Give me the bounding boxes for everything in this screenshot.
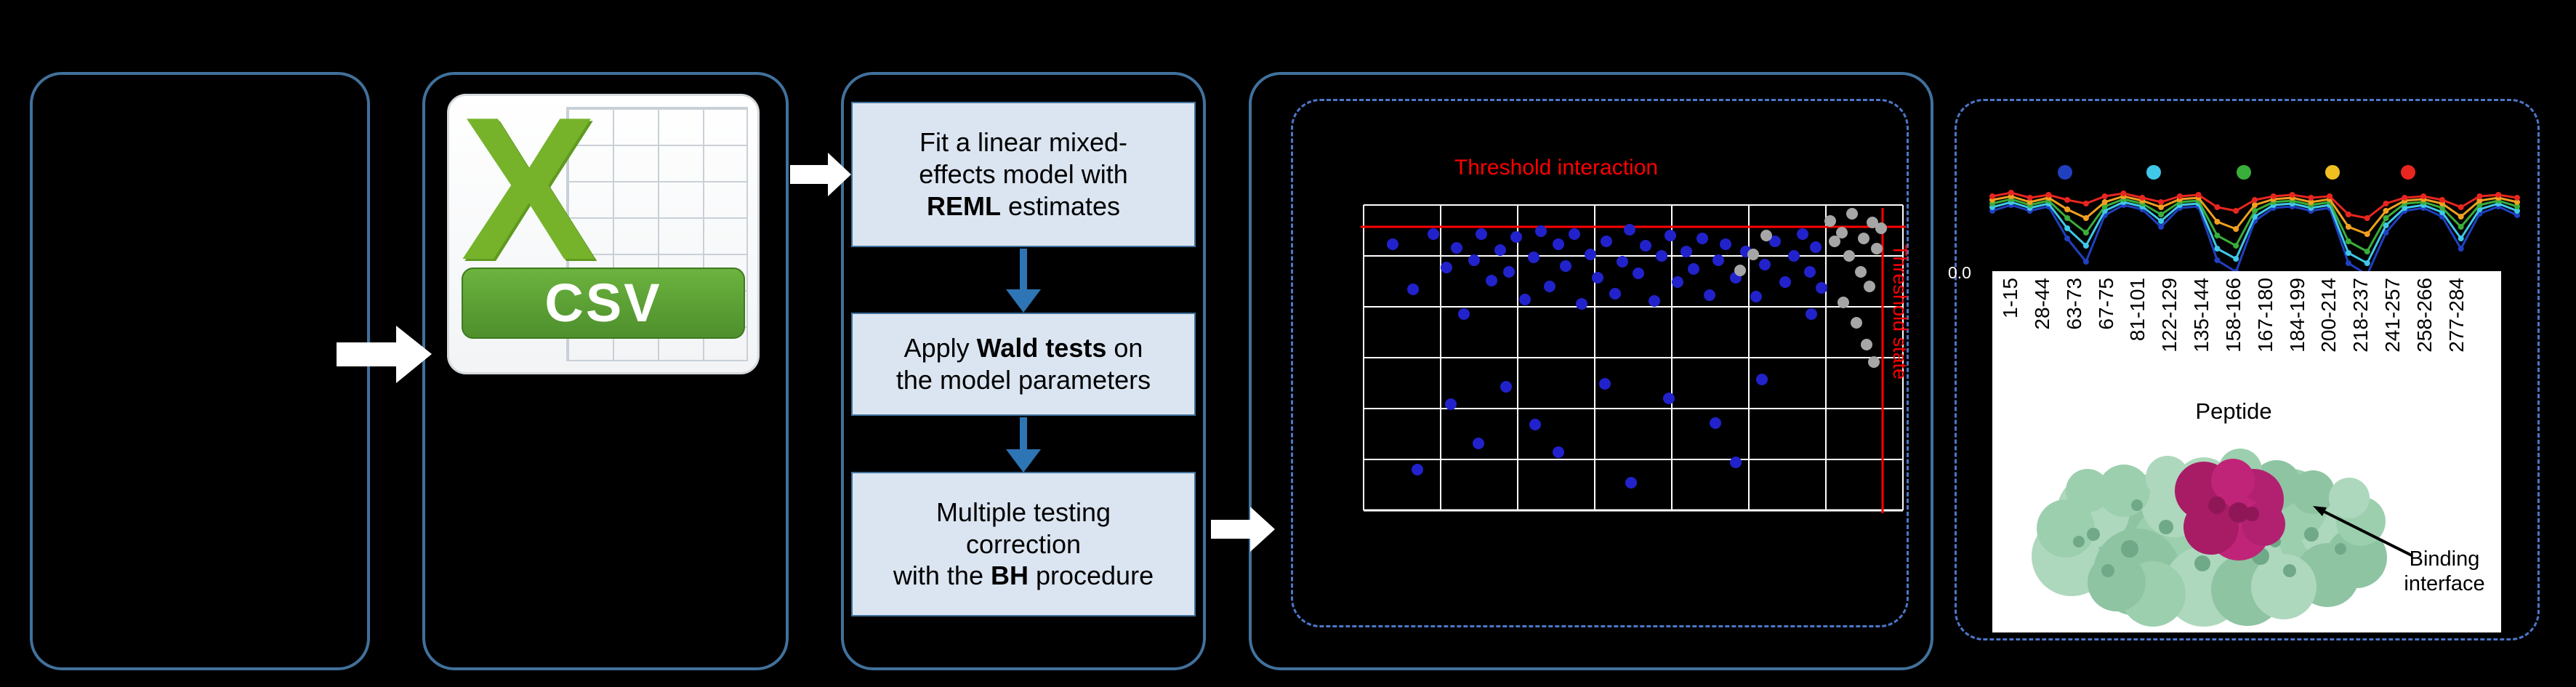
legend-dot bbox=[2325, 165, 2340, 180]
protein-structure-image bbox=[2032, 449, 2412, 627]
peptide-tick: 135-144 bbox=[2190, 278, 2213, 353]
peptide-tick: 184-199 bbox=[2285, 278, 2309, 353]
threshold-state-label: Threshold state bbox=[1889, 244, 1911, 380]
peptide-tick: 167-180 bbox=[2253, 278, 2277, 353]
peptide-tick: 67-75 bbox=[2094, 278, 2117, 330]
peptide-tick: 1-15 bbox=[1999, 278, 2021, 319]
panel-step3-statistics bbox=[841, 72, 1206, 670]
peptide-tick: 258-266 bbox=[2412, 278, 2436, 353]
legend-dot bbox=[2058, 165, 2072, 180]
threshold-interaction-label: Threshold interaction bbox=[1454, 156, 1659, 180]
volcano-dashed-frame bbox=[1291, 99, 1909, 627]
uptake-line-chart bbox=[1989, 165, 2520, 278]
peptide-tick: 122-129 bbox=[2158, 278, 2181, 353]
peptide-tick: 277-284 bbox=[2444, 278, 2468, 353]
peptide-axis-label: Peptide bbox=[2195, 398, 2272, 424]
legend-dot bbox=[2401, 165, 2415, 180]
peptide-dashed-frame bbox=[1955, 99, 2540, 640]
nonsignificant-points-group bbox=[1734, 208, 1887, 368]
down-arrow-icon bbox=[1006, 417, 1041, 473]
legend-dot bbox=[2146, 165, 2161, 180]
flow-arrow-right-icon bbox=[337, 326, 432, 383]
significant-points-group bbox=[1387, 224, 1827, 489]
annotation-arrow bbox=[2322, 510, 2412, 557]
csv-banner: CSV bbox=[461, 267, 746, 340]
excel-x-icon: X bbox=[461, 94, 597, 302]
peptide-tick: 158-166 bbox=[2221, 278, 2245, 353]
csv-file-icon: X CSV bbox=[447, 94, 760, 374]
csv-banner-label: CSV bbox=[544, 273, 662, 334]
down-arrow-icon bbox=[1006, 249, 1041, 313]
peptide-tick: 81-101 bbox=[2126, 278, 2149, 342]
peptide-tick: 28-44 bbox=[2030, 278, 2053, 330]
peptide-axis-ticks: 1-15 28-44 63-73 67-75 81-101 122-129 135-144 1… bbox=[1999, 278, 2468, 398]
volcano-scatter-plot bbox=[1361, 204, 1906, 513]
peptide-tick: 218-237 bbox=[2349, 278, 2372, 353]
peptide-tick: 63-73 bbox=[2062, 278, 2085, 330]
peptide-tick: 241-257 bbox=[2381, 278, 2404, 353]
panel-output-volcano bbox=[1249, 72, 1933, 670]
flow-arrow-right-icon bbox=[790, 153, 851, 196]
legend-dot bbox=[2237, 165, 2251, 180]
panel-step1 bbox=[30, 72, 370, 670]
flow-arrow-right-icon bbox=[1211, 507, 1275, 552]
peptide-tick: 200-214 bbox=[2317, 278, 2340, 353]
binding-interface-label: Binding interface bbox=[2404, 547, 2485, 596]
y-axis-tick: 0.0 bbox=[1948, 263, 1971, 282]
panel-step2-csv bbox=[422, 72, 789, 670]
